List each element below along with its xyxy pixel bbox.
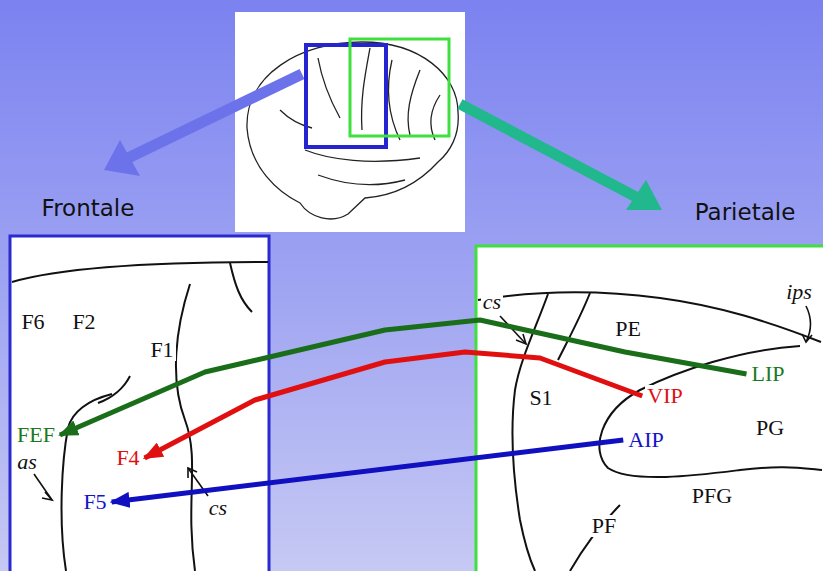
- area-label: cs: [481, 291, 503, 313]
- area-label: as: [15, 451, 39, 473]
- area-label: ips: [784, 281, 814, 303]
- parietal-sulci: [478, 292, 822, 571]
- area-label: F1: [148, 339, 175, 361]
- leader-arrows-right: [500, 306, 812, 344]
- area-label: cs: [207, 497, 229, 519]
- frontal-frame: [306, 45, 386, 147]
- area-node: VIP: [645, 385, 684, 407]
- region-heading: Frontale: [42, 197, 135, 220]
- frontal-pointer: [128, 74, 302, 158]
- parietal-frame: [350, 39, 449, 136]
- area-name: F5: [81, 491, 108, 513]
- area-node: F5: [81, 491, 108, 513]
- area-label: PF: [590, 515, 618, 537]
- area-node: FEF: [15, 424, 57, 446]
- area-name: F4: [114, 447, 141, 469]
- frontal-pointer-head: [104, 140, 140, 176]
- parietal-pointer-head: [626, 180, 662, 210]
- connection-arrow: [60, 320, 747, 435]
- area-label: F2: [70, 311, 97, 333]
- connection-arrow: [112, 440, 624, 502]
- frontal-panel: [10, 236, 269, 571]
- area-label: PG: [754, 417, 786, 439]
- parietal-panel: [476, 246, 823, 571]
- area-name: LIP: [750, 363, 787, 385]
- frontal-sulci: [12, 262, 268, 571]
- area-node: AIP: [626, 429, 665, 451]
- parietal-pointer: [460, 104, 638, 198]
- area-node: LIP: [750, 363, 787, 385]
- area-name: AIP: [626, 429, 665, 451]
- area-name: FEF: [15, 424, 57, 446]
- area-label: PFG: [690, 485, 734, 507]
- connection-arrow: [145, 352, 643, 458]
- area-label: PE: [613, 318, 643, 340]
- area-node: F4: [114, 447, 141, 469]
- overview-brain: [247, 42, 458, 219]
- region-heading: Parietale: [695, 201, 796, 224]
- area-name: VIP: [645, 385, 684, 407]
- area-label: F6: [19, 311, 46, 333]
- overview-panel: [235, 12, 465, 232]
- area-label: S1: [527, 387, 554, 409]
